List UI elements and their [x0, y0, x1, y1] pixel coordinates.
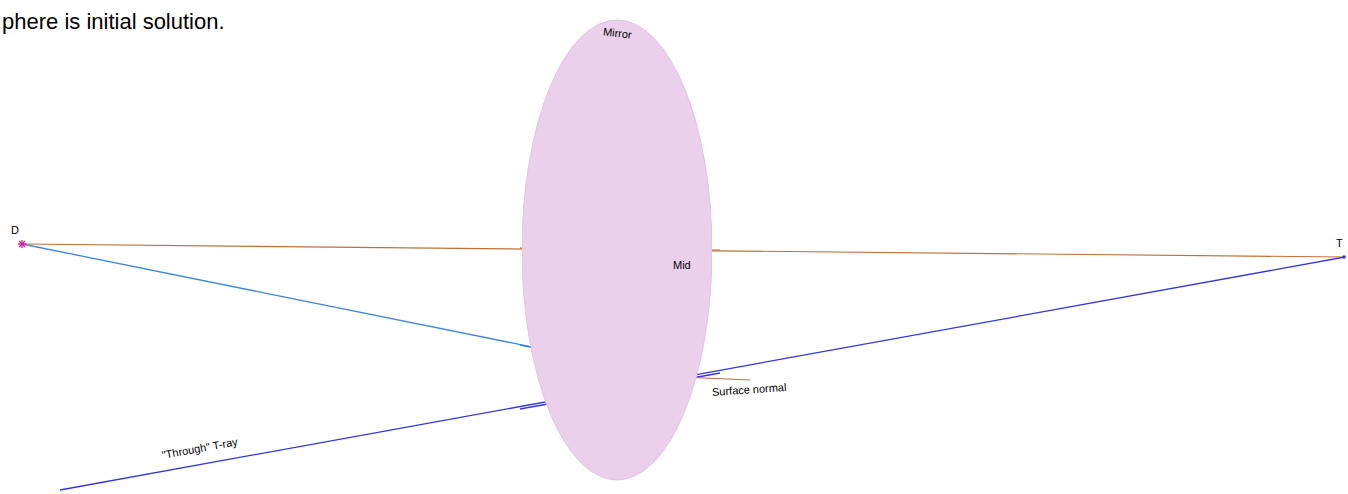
mirror-ellipse: Mirror: [522, 5, 712, 483]
point-label: D: [11, 224, 19, 237]
incident-ray-front: [520, 345, 681, 377]
surface-patch: [675, 352, 690, 406]
point-label: T: [1336, 237, 1343, 250]
reflection-point: [678, 373, 686, 381]
surface-normal-line: [682, 377, 750, 380]
d-marker: [18, 240, 26, 248]
t-marker: [1342, 255, 1346, 259]
point-label: Mid: [673, 259, 691, 272]
mid-marker: [677, 244, 687, 254]
through-t-ray-front: [520, 373, 720, 409]
mirror-shape: [522, 5, 712, 483]
ray-label: "Through" T-ray: [161, 435, 239, 461]
d-t-line-front: [520, 248, 720, 250]
heading-fragment: phere is initial solution.: [2, 9, 225, 34]
mirror-disc: [522, 20, 712, 480]
surface-normal-label: Surface normal: [712, 381, 787, 399]
